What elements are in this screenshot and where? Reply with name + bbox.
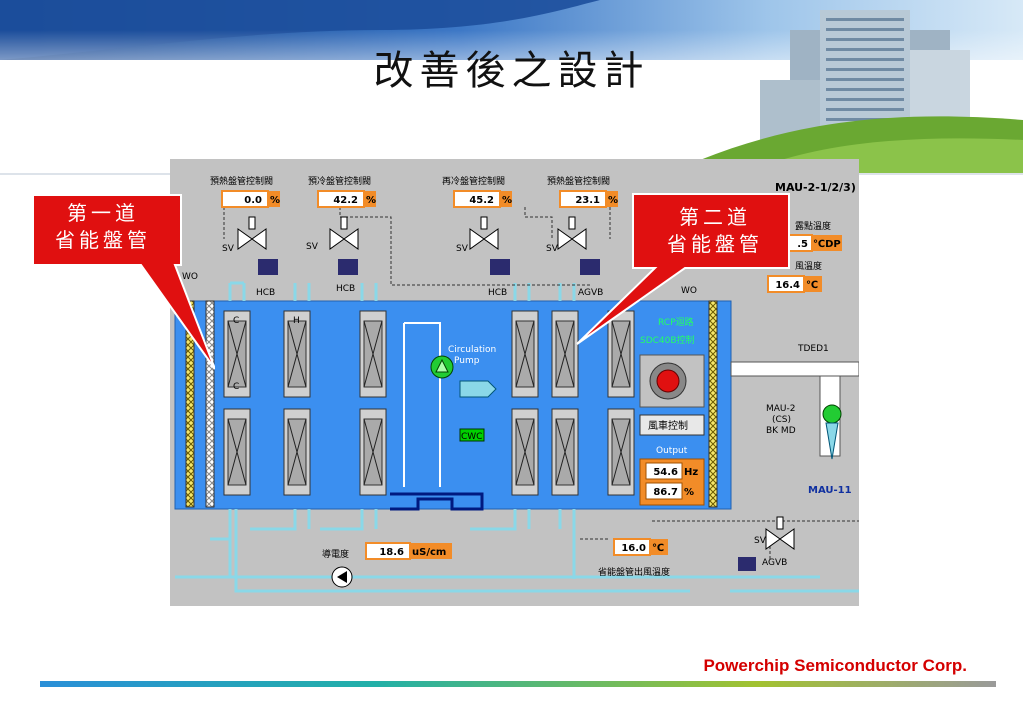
- agvb-label-1: AGVB: [578, 288, 603, 298]
- header-band: [0, 0, 1023, 175]
- callout-1-line-2: 省能盤管: [55, 228, 151, 252]
- svg-text:C: C: [233, 316, 239, 326]
- conductivity-value: 18.6: [379, 547, 404, 558]
- tded-label: TDED1: [797, 344, 829, 354]
- conductivity-label: 導電度: [322, 548, 349, 560]
- hcb-label-1: HCB: [256, 288, 275, 298]
- wo-label-right: WO: [681, 286, 697, 296]
- hcb-label-2: HCB: [336, 284, 355, 294]
- control-valves: HCB HCB HCB AGVB: [256, 259, 603, 298]
- footer-rule: [40, 681, 996, 687]
- mau-unit-name: MAU-2-1/2/3): [775, 181, 856, 194]
- valve-unit-2: %: [366, 195, 376, 206]
- coil-outlet-temp-value: 16.0: [621, 543, 646, 554]
- sv-valves: SV SV SV SV: [222, 216, 587, 254]
- valve-value-2: 42.2: [333, 195, 358, 206]
- dew-point-label: 露點溫度: [795, 220, 831, 232]
- supply-temp-unit: ℃: [806, 280, 818, 291]
- air-duct: [174, 300, 732, 510]
- valve-title-4: 預熱盤管控制閥: [547, 175, 610, 187]
- agvb-label-2: AGVB: [762, 558, 787, 568]
- sv-label-2: SV: [306, 242, 319, 252]
- rcp-loop-label: RCP迴路: [658, 316, 694, 328]
- conductivity-unit: uS/cm: [412, 547, 446, 558]
- coil-label: H: [293, 316, 300, 326]
- valve-unit-3: %: [502, 195, 512, 206]
- supply-temp-label: 風溫度: [795, 260, 822, 272]
- fan-control-button[interactable]: [639, 414, 705, 436]
- mau2-label-3: BK MD: [766, 426, 796, 436]
- output-pct-unit: %: [684, 487, 694, 498]
- coil-label: C: [233, 382, 239, 392]
- valve-value-1: 0.0: [244, 195, 262, 206]
- mau2-label-1: MAU-2: [766, 404, 795, 414]
- wo-bar-right: [708, 300, 718, 508]
- output-pct-value: 86.7: [653, 487, 678, 498]
- circulation-label-1: Circulation: [448, 345, 496, 355]
- fan-control-label: 風車控制: [648, 419, 688, 432]
- footer-company: Powerchip Semiconductor Corp.: [703, 656, 967, 675]
- valve-value-3: 45.2: [469, 195, 494, 206]
- callout-2: 第二道 省能盤管: [645, 204, 785, 258]
- dew-point-unit: ℃DP: [813, 239, 841, 250]
- output-hz-unit: Hz: [684, 467, 698, 478]
- valve-value-4: 23.1: [575, 195, 600, 206]
- wo-bar-left: [185, 300, 195, 508]
- mau11-label: MAU-11: [808, 485, 852, 496]
- coil-outlet-temp-label: 省能盤管出風溫度: [598, 566, 670, 578]
- callout-1: 第一道 省能盤管: [33, 200, 173, 254]
- water-piping: [175, 281, 859, 593]
- airflow-arrow-icon: [459, 380, 497, 398]
- valve-title-1: 預熱盤管控制閥: [210, 175, 273, 187]
- sdc-label: SDC40B控制: [640, 334, 695, 346]
- output-label: Output: [656, 446, 688, 456]
- callout-2-line-2: 省能盤管: [667, 232, 763, 256]
- wo-label-left: WO: [182, 272, 198, 282]
- valve-title-2: 預冷盤管控制閥: [308, 175, 371, 187]
- coil-outlet-temp-unit: ℃: [652, 543, 664, 554]
- building-illustration: [700, 10, 1023, 175]
- cwc-label: CWC: [461, 432, 482, 442]
- callout-2-bubble: [576, 193, 790, 345]
- dew-point-value: .5: [797, 239, 808, 250]
- sv-label-4: SV: [546, 244, 559, 254]
- sv-label-1: SV: [222, 244, 235, 254]
- valve-title-3: 再冷盤管控制閥: [442, 175, 505, 187]
- supply-temp-value: 16.4: [775, 280, 800, 291]
- circulation-pump-loop: Circulation Pump CWC: [390, 322, 497, 511]
- slide-title: 改善後之設計: [373, 48, 650, 94]
- damper-valve-icon: [822, 404, 842, 424]
- sv-label-3: SV: [456, 244, 469, 254]
- mau2-label-2: (CS): [772, 415, 791, 425]
- callout-1-line-1: 第一道: [67, 201, 139, 225]
- fan-status-icon: [656, 369, 680, 393]
- valve-unit-4: %: [608, 195, 618, 206]
- sv-label-5: SV: [754, 536, 767, 546]
- hmi-diagram: 預熱盤管控制閥 0.0 % 預冷盤管控制閥 42.2 % 再冷盤管控制閥 45.…: [174, 175, 859, 593]
- circulation-label-2: Pump: [454, 356, 480, 366]
- coil-bank: C C H: [223, 310, 635, 496]
- callout-1-bubble: [32, 194, 215, 370]
- valve-readouts: 預熱盤管控制閥 0.0 % 預冷盤管控制閥 42.2 % 再冷盤管控制閥 45.…: [210, 175, 618, 208]
- callout-2-line-1: 第二道: [679, 205, 751, 229]
- valve-unit-1: %: [270, 195, 280, 206]
- output-hz-value: 54.6: [653, 467, 678, 478]
- hcb-label-3: HCB: [488, 288, 507, 298]
